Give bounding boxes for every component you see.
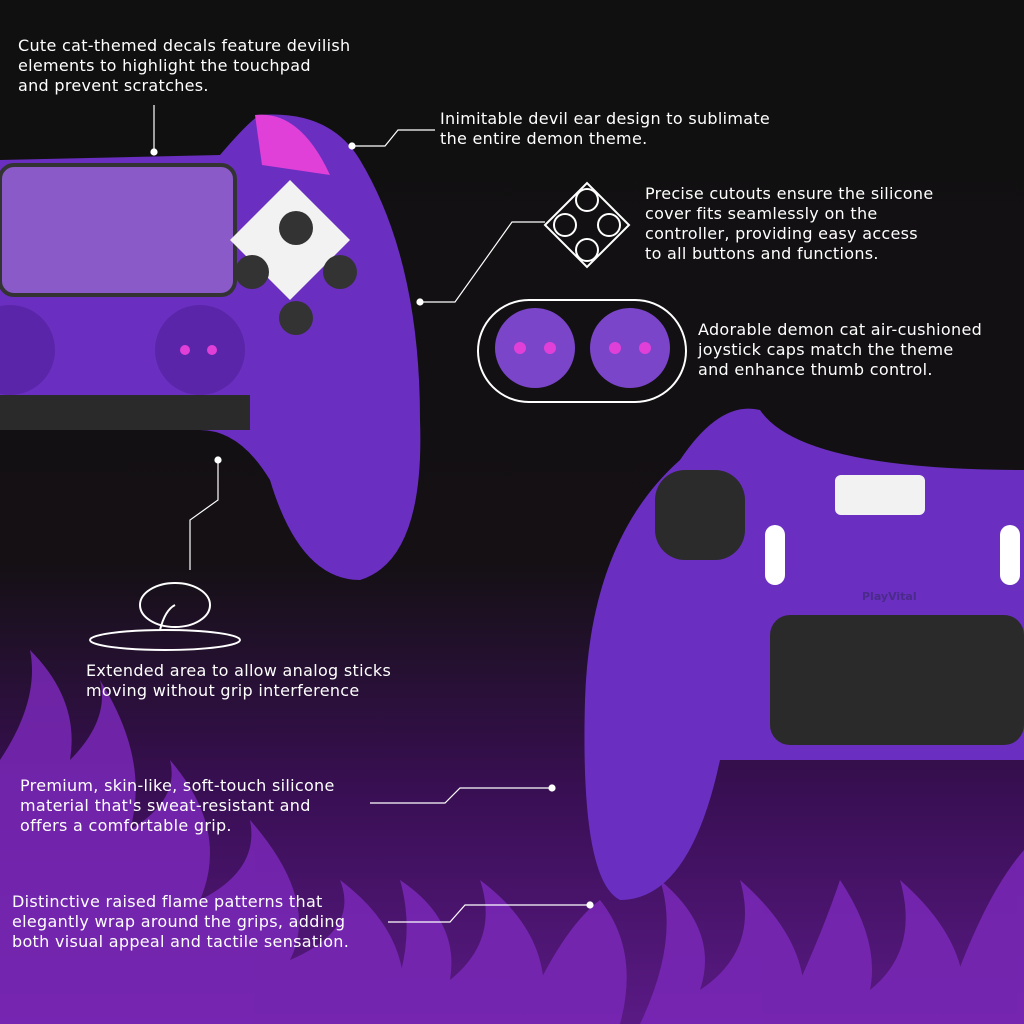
analog-stick-icon: [89, 582, 241, 651]
flame-background: [0, 650, 1024, 1024]
callout-material: Premium, skin-like, soft-touch silicone …: [20, 776, 335, 835]
callout-cutouts: Precise cutouts ensure the silicone cove…: [645, 184, 934, 263]
leader-lines: [150, 105, 594, 923]
callout-extended: Extended area to allow analog sticks mov…: [86, 661, 392, 700]
joystick-caps-illustration: [477, 299, 687, 403]
controller-back: [584, 408, 1024, 900]
callout-ear: Inimitable devil ear design to sublimate…: [440, 109, 771, 148]
callout-flame: Distinctive raised flame patterns that e…: [12, 892, 350, 951]
touchpad-decal: [0, 163, 237, 297]
brand-logo: PlayVital: [862, 590, 917, 603]
callout-decals: Cute cat-themed decals feature devilish …: [18, 36, 351, 95]
cutout-icon: [543, 181, 631, 269]
devil-ear: [255, 114, 330, 175]
callout-caps: Adorable demon cat air-cushioned joystic…: [698, 320, 983, 379]
controller-front: [0, 114, 421, 580]
